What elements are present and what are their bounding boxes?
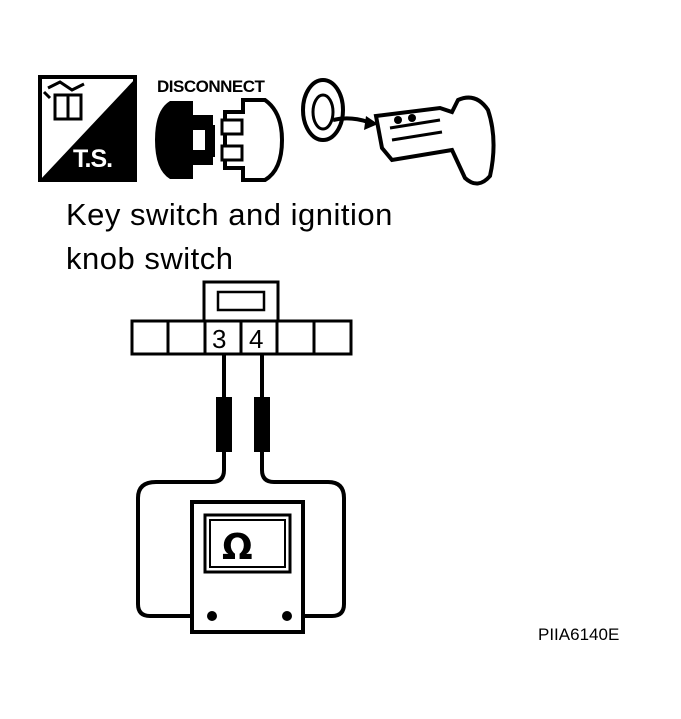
- harness-ts-icon: [38, 75, 137, 182]
- connector: [130, 280, 353, 356]
- meter-terminal-left: [207, 611, 217, 621]
- diagram-title: Key switch and ignition knob switch: [66, 193, 393, 281]
- reference-code: PIIA6140E: [538, 625, 620, 644]
- meter-terminal-right: [282, 611, 292, 621]
- title-line-1: Key switch and ignition: [66, 197, 393, 232]
- ts-label: T.S.: [73, 145, 113, 173]
- ohmmeter: [190, 500, 305, 634]
- terminal-3-label: 3: [212, 324, 227, 354]
- title-line-2: knob switch: [66, 241, 234, 276]
- ignition-key-icon: [301, 78, 496, 186]
- ohm-symbol: Ω: [222, 527, 253, 568]
- disconnect-label: DISCONNECT: [157, 77, 265, 96]
- test-leads: [136, 354, 346, 618]
- terminal-4-label: 4: [249, 324, 264, 354]
- disconnect-connector-icon: [155, 98, 285, 182]
- probe-left: [216, 397, 232, 452]
- probe-right: [254, 397, 270, 452]
